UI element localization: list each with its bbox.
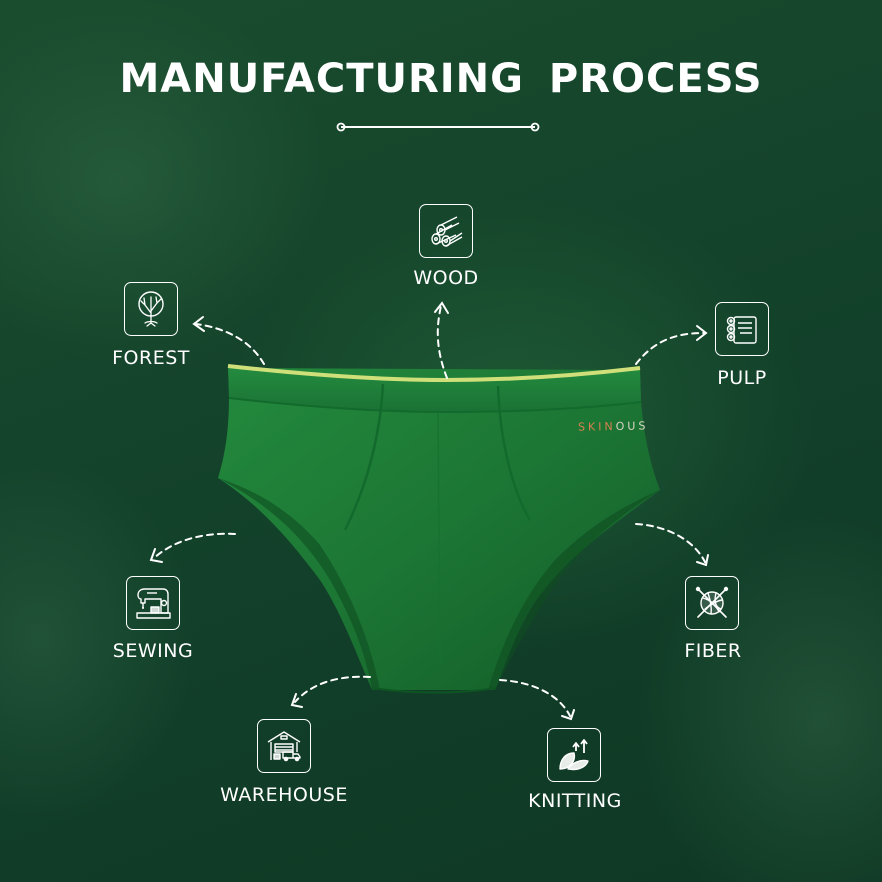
step-label-knitting: KNITTING: [528, 790, 622, 812]
step-label-sewing: SEWING: [112, 640, 194, 662]
step-label-pulp: PULP: [717, 367, 767, 389]
arrow-fiber: [635, 523, 706, 563]
arrow-knitting: [499, 679, 571, 717]
leaf-arrows-icon: [547, 728, 601, 782]
arrow-wood: [436, 305, 448, 379]
yarn-ball-icon: [685, 576, 739, 630]
arrow-sewing: [153, 532, 236, 559]
step-label-wood: WOOD: [413, 267, 479, 289]
pulp-rolls-icon: [715, 302, 769, 356]
arrow-pulp: [635, 332, 705, 365]
page-title: MANUFACTURING PROCESS: [119, 56, 763, 102]
step-label-warehouse: WAREHOUSE: [220, 784, 348, 806]
arrow-forest: [195, 323, 265, 365]
logs-icon: [419, 204, 473, 258]
sewing-machine-icon: [126, 576, 180, 630]
warehouse-icon: [257, 719, 311, 773]
arrow-warehouse: [294, 675, 371, 703]
title-divider: [336, 122, 540, 132]
tree-icon: [124, 282, 178, 336]
step-label-fiber: FIBER: [684, 640, 742, 662]
step-label-forest: FOREST: [112, 347, 190, 369]
